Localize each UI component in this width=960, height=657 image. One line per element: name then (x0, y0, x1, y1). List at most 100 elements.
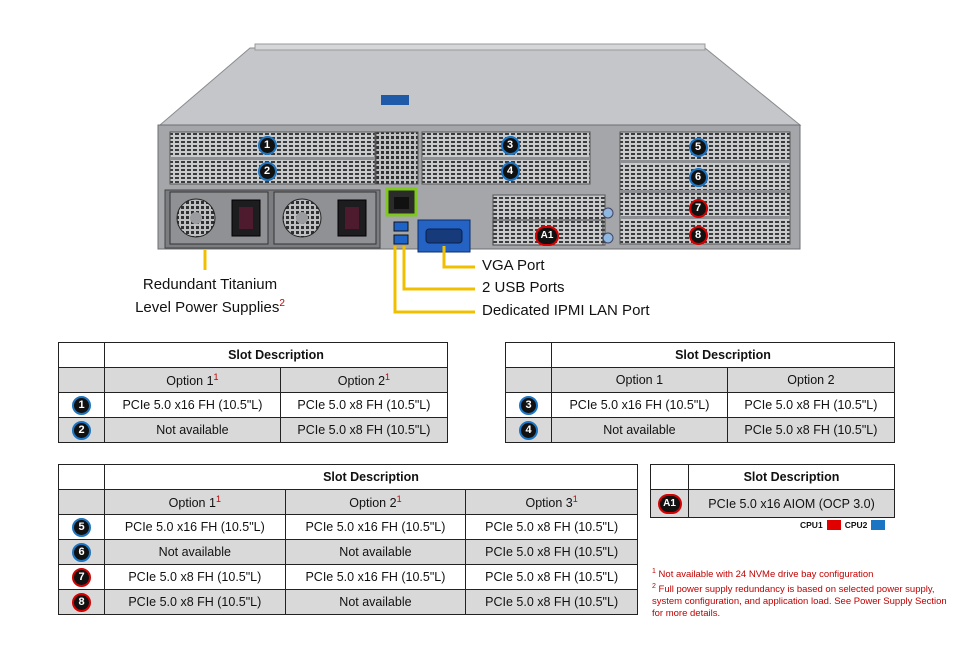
slot-option-cell: Not available (104, 417, 281, 443)
server-badge-2: 2 (257, 161, 277, 181)
slot-badge-8: 8 (72, 592, 91, 612)
slot-option-cell: PCIe 5.0 x16 FH (10.5"L) (104, 392, 281, 418)
psu-footnote-mark: 2 (279, 298, 285, 309)
slot-option-cell: PCIe 5.0 x8 FH (10.5"L) (726, 417, 896, 443)
footnote-mark: 1 (572, 493, 578, 504)
usb-port-2 (393, 234, 409, 245)
psu-label-line1: Redundant Titanium (142, 276, 278, 293)
psu-1 (169, 191, 269, 245)
slot-option-cell: PCIe 5.0 x8 FH (10.5"L) (726, 392, 896, 418)
psu-label: Redundant Titanium Level Power Supplies2 (110, 275, 310, 317)
table-title: Slot Description (104, 464, 638, 490)
slot-cell: A1 (650, 489, 689, 518)
slot-option-cell: PCIe 5.0 x16 FH (10.5"L) (551, 392, 728, 418)
ipmi-port-label: Dedicated IPMI LAN Port (482, 302, 650, 319)
slot-option-cell: Not available (104, 539, 286, 565)
footnote-mark: 1 (396, 493, 402, 504)
slot-cell: 8 (58, 589, 105, 615)
blank-cell (58, 489, 105, 515)
footnote-mark: 1 (215, 493, 221, 504)
option-header-2: Option 21 (284, 489, 467, 515)
option-header-1: Option 11 (104, 489, 286, 515)
table-row: 1 PCIe 5.0 x16 FH (10.5"L)PCIe 5.0 x8 FH … (58, 392, 449, 418)
server-badge-4: 4 (500, 161, 520, 181)
table-title: Slot Description (688, 464, 895, 490)
vga-port-label: VGA Port (482, 257, 545, 274)
table-row: 7 PCIe 5.0 x8 FH (10.5"L)PCIe 5.0 x16 FH … (58, 564, 638, 590)
slot-option-cell: Not available (284, 539, 467, 565)
table-title: Slot Description (551, 342, 895, 368)
server-rear-view (157, 43, 802, 314)
usb-ports-label: 2 USB Ports (482, 279, 565, 296)
table-row: A1 PCIe 5.0 x16 AIOM (OCP 3.0) (650, 489, 895, 518)
cpu-legend: CPU1 CPU2 (800, 520, 886, 530)
blank-cell (58, 342, 105, 368)
slot-option-cell: PCIe 5.0 x16 AIOM (OCP 3.0) (688, 489, 895, 518)
slot-badge-4: 4 (519, 420, 538, 440)
slot-option-cell: PCIe 5.0 x16 FH (10.5"L) (284, 564, 467, 590)
server-badge-1: 1 (257, 135, 277, 155)
footnotes: 1 Not available with 24 NVMe drive bay c… (652, 566, 952, 620)
slot-option-cell: PCIe 5.0 x16 FH (10.5"L) (104, 514, 286, 540)
table-title: Slot Description (104, 342, 448, 368)
blank-cell (58, 367, 105, 393)
slot-option-cell: PCIe 5.0 x16 FH (10.5"L) (284, 514, 467, 540)
slot-option-cell: PCIe 5.0 x8 FH (10.5"L) (104, 564, 286, 590)
option-header-2: Option 21 (279, 367, 449, 393)
slot-option-cell: Not available (284, 589, 467, 615)
blank-cell (650, 464, 689, 490)
footnote-mark: 1 (385, 371, 391, 382)
slot-option-cell: PCIe 5.0 x8 FH (10.5"L) (465, 514, 638, 540)
slot-cell: 7 (58, 564, 105, 590)
slot-option-cell: Not available (551, 417, 728, 443)
slot-badge-2: 2 (72, 420, 91, 440)
slot-option-cell: PCIe 5.0 x8 FH (10.5"L) (279, 417, 449, 443)
cpu1-legend-label: CPU1 (800, 520, 823, 530)
psu-2 (273, 191, 377, 245)
server-badge-7: 7 (688, 198, 708, 218)
table-row: 3 PCIe 5.0 x16 FH (10.5"L)PCIe 5.0 x8 FH … (505, 392, 896, 418)
slot-cell: 1 (58, 392, 105, 418)
slot-badge-a1: A1 (657, 493, 682, 514)
slot-badge-3: 3 (519, 395, 538, 415)
cpu2-legend-label: CPU2 (844, 520, 868, 530)
slot-cell: 2 (58, 417, 105, 443)
option-header-3: Option 31 (465, 489, 638, 515)
server-badge-8: 8 (688, 225, 708, 245)
slot-cell: 3 (505, 392, 552, 418)
slot-badge-5: 5 (72, 517, 91, 537)
option-header-1: Option 11 (104, 367, 281, 393)
slot-option-cell: PCIe 5.0 x8 FH (10.5"L) (279, 392, 449, 418)
server-badge-6: 6 (688, 167, 708, 187)
option-header-2: Option 2 (726, 367, 896, 393)
option-header-1: Option 1 (551, 367, 728, 393)
slot-cell: 5 (58, 514, 105, 540)
footnote-1: 1 Not available with 24 NVMe drive bay c… (652, 568, 874, 581)
footnote-mark: 1 (213, 371, 219, 382)
slot-cell: 6 (58, 539, 105, 565)
footnote-2: 2 Full power supply redundancy is based … (652, 583, 947, 620)
server-badge-3: 3 (500, 135, 520, 155)
slot-badge-6: 6 (72, 542, 91, 562)
server-badge-a1: A1 (535, 225, 559, 246)
server-badge-5: 5 (688, 137, 708, 157)
slot-badge-1: 1 (72, 395, 91, 415)
slot-option-cell: PCIe 5.0 x8 FH (10.5"L) (465, 564, 638, 590)
slot-option-cell: PCIe 5.0 x8 FH (10.5"L) (104, 589, 286, 615)
psu-label-line2: Level Power Supplies (135, 299, 280, 316)
slot-cell: 4 (505, 417, 552, 443)
slot-badge-7: 7 (72, 567, 91, 587)
blank-cell (505, 342, 552, 368)
slot-option-cell: PCIe 5.0 x8 FH (10.5"L) (465, 539, 638, 565)
usb-port-1 (393, 221, 409, 232)
cpu1-swatch (826, 520, 841, 530)
blank-cell (58, 464, 105, 490)
